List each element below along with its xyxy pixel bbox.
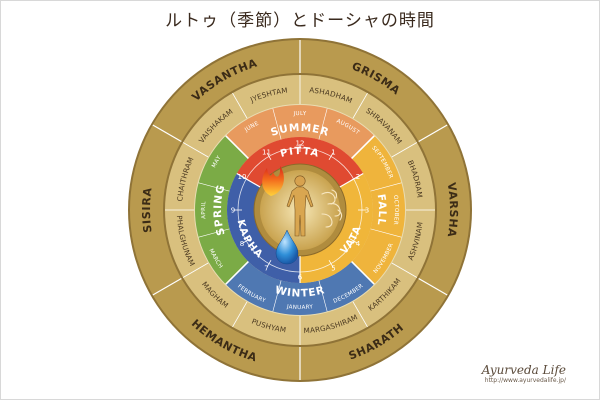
- season-label: SUMMER: [269, 122, 330, 139]
- month-label-path: OCTOBER: [392, 195, 399, 226]
- wind-swirl-icon: [327, 203, 341, 217]
- hindu-month-divider: [352, 301, 368, 328]
- season-label-path: SPRING: [212, 183, 227, 236]
- month-label: APRIL: [201, 200, 207, 219]
- month-label-path: JULY: [292, 111, 306, 117]
- hindu-month-divider: [182, 262, 209, 278]
- month-label: OCTOBER: [392, 195, 399, 226]
- season-band-winter: [225, 261, 375, 315]
- season-divider: [351, 261, 375, 285]
- wind-swirl-icon: [321, 213, 333, 228]
- month-divider: [318, 280, 328, 312]
- clock-tick: [328, 152, 334, 160]
- wind-swirl-icon: [331, 189, 338, 199]
- clock-number: 4: [356, 240, 361, 248]
- clock-number: 3: [365, 207, 369, 215]
- wind-swirl-icon: [321, 191, 336, 205]
- ritu-divider: [418, 124, 448, 143]
- fire-icon: [262, 166, 284, 196]
- month-label-path: APRIL: [201, 200, 207, 219]
- clock-tick: [266, 152, 272, 160]
- ritu-divider: [152, 124, 182, 143]
- month-divider: [370, 228, 402, 238]
- ritu-label-path: SISIRA: [140, 187, 154, 234]
- month-label-path: JANUARY: [285, 304, 313, 311]
- season-band-summer: [225, 105, 375, 159]
- season-divider: [225, 261, 249, 285]
- clock-number: 2: [356, 173, 360, 181]
- clock-number: 7: [264, 265, 268, 273]
- clock-tick: [242, 238, 250, 244]
- month-divider: [198, 182, 230, 192]
- ritu-divider: [418, 277, 448, 296]
- clock-tick: [350, 238, 358, 244]
- month-label: JULY: [292, 111, 306, 117]
- month-divider: [272, 108, 282, 140]
- season-label: WINTER: [274, 284, 326, 300]
- clock-tick: [266, 260, 272, 268]
- ritu-label-path: VARSHA: [445, 182, 460, 239]
- brand-url: http://www.ayurvedalife.jp/: [484, 377, 566, 384]
- clock-number: 8: [240, 240, 244, 248]
- water-drop-icon: [275, 229, 299, 265]
- dosha-label: PITTA: [279, 146, 321, 160]
- clock-number: 12: [296, 140, 305, 148]
- season-label: SPRING: [212, 183, 228, 236]
- month-divider: [272, 280, 282, 312]
- season-divider: [225, 135, 249, 159]
- human-figure: [286, 186, 314, 237]
- month-divider: [198, 228, 230, 238]
- clock-number: 9: [231, 207, 235, 215]
- brand-name: Ayurveda Life: [481, 363, 566, 377]
- month-divider: [318, 108, 328, 140]
- month-label: MAY: [211, 155, 223, 169]
- clock-tick: [242, 176, 250, 182]
- hindu-month-divider: [391, 262, 418, 278]
- clock-tick: [328, 260, 334, 268]
- clock-number: 5: [331, 265, 335, 273]
- hindu-month-divider: [352, 92, 368, 119]
- ritu-label: SISIRA: [140, 187, 155, 234]
- hindu-month-divider: [232, 92, 248, 119]
- hindu-month-divider: [182, 142, 209, 158]
- wind-swirl-icon: [337, 209, 343, 221]
- hindu-month-divider: [232, 301, 248, 328]
- page-title: ルトゥ（季節）とドーシャの時間: [165, 11, 435, 31]
- clock-number: 10: [238, 173, 247, 181]
- dosha-label-path: PITTA: [279, 146, 319, 160]
- clock-tick: [350, 176, 358, 182]
- clock-number: 11: [262, 148, 271, 156]
- ritu-label: VARSHA: [445, 182, 460, 239]
- brand-block: Ayurveda Life http://www.ayurvedalife.jp…: [482, 363, 566, 384]
- month-divider: [370, 182, 402, 192]
- figure-head: [294, 175, 306, 187]
- hindu-month-divider: [391, 142, 418, 158]
- clock-number: 6: [298, 274, 303, 282]
- season-label-path: WINTER: [274, 284, 326, 300]
- clock-number: 1: [331, 148, 335, 156]
- season-divider: [351, 135, 375, 159]
- season-label-path: SUMMER: [269, 122, 330, 139]
- ritu-divider: [152, 277, 182, 296]
- season-band-spring: [195, 135, 249, 285]
- month-label: JANUARY: [285, 304, 313, 311]
- month-label-path: MAY: [211, 155, 222, 169]
- season-band-fall: [351, 135, 406, 285]
